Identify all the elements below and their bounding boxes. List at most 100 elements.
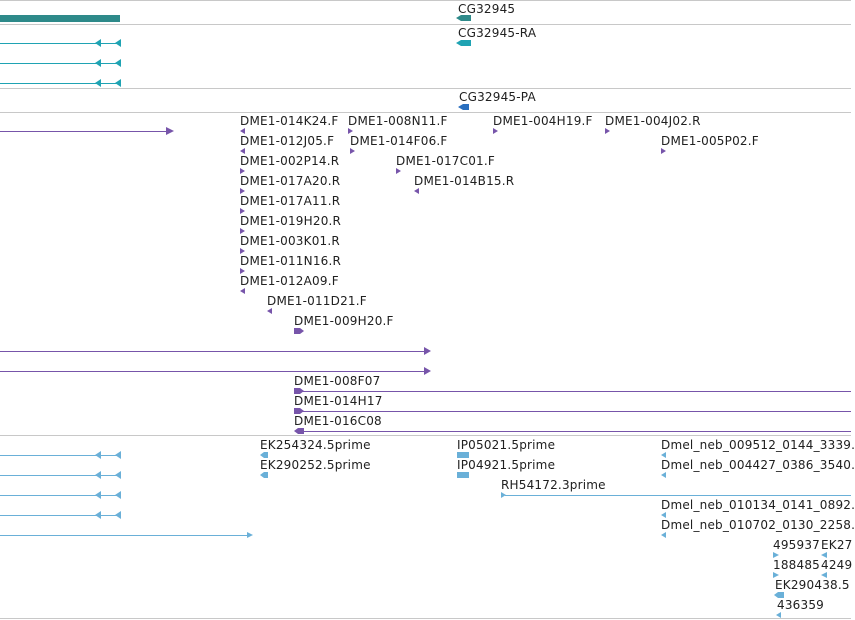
est-marker — [661, 512, 666, 518]
clone-label[interactable]: DME1-014H17 — [294, 394, 383, 408]
clone-label[interactable]: DME1-002P14.R — [240, 154, 340, 168]
transcript-intron-line[interactable] — [0, 83, 121, 84]
clone-marker — [267, 308, 272, 314]
est-marker — [773, 572, 779, 578]
gene-feature-bar[interactable] — [0, 15, 120, 22]
clone-label[interactable]: DME1-008F07 — [294, 374, 381, 388]
est-label[interactable]: IP04921.5prime — [457, 458, 556, 472]
protein-label[interactable]: CG32945-PA — [459, 90, 536, 104]
clone-arrow — [424, 347, 431, 355]
est-marker — [661, 472, 666, 478]
est-arrow — [95, 511, 101, 519]
est-marker — [457, 452, 469, 458]
clone-marker-arrow — [300, 328, 304, 334]
est-label[interactable]: EK290252.5prime — [260, 458, 371, 472]
est-span-line[interactable] — [0, 535, 248, 536]
clone-marker — [240, 288, 245, 294]
clone-marker — [661, 148, 666, 154]
clone-span-line[interactable] — [304, 431, 851, 432]
est-arrow — [115, 511, 121, 519]
clone-span-line[interactable] — [0, 351, 424, 352]
est-label[interactable]: 495937 — [773, 538, 821, 552]
est-label[interactable]: EK254324.5prime — [260, 438, 371, 452]
est-label[interactable]: EK290438.5 — [775, 578, 850, 592]
transcript-arrow — [95, 79, 101, 87]
clone-label[interactable]: DME1-004H19.F — [493, 114, 593, 128]
clone-label[interactable]: DME1-014F06.F — [350, 134, 448, 148]
gene-feature-glyph[interactable] — [461, 15, 471, 21]
est-label[interactable]: Dmel_neb_010702_0130_2258. — [661, 518, 855, 532]
transcript-intron-line[interactable] — [0, 63, 121, 64]
est-label[interactable]: IP05021.5prime — [457, 438, 556, 452]
est-label[interactable]: 436359 — [777, 598, 825, 612]
clone-span-line[interactable] — [0, 131, 168, 132]
est-label[interactable]: 188485 — [773, 558, 821, 572]
transcript-label[interactable]: CG32945-RA — [458, 26, 537, 40]
transcript-feature-glyph[interactable] — [461, 40, 471, 46]
transcript-arrow — [95, 59, 101, 67]
clone-label[interactable]: DME1-014K24.F — [240, 114, 339, 128]
clone-marker — [396, 168, 401, 174]
clone-label[interactable]: DME1-017C01.F — [396, 154, 496, 168]
track-separator — [0, 24, 851, 25]
clone-label[interactable]: DME1-005P02.F — [661, 134, 759, 148]
clone-marker — [348, 128, 353, 134]
clone-label[interactable]: DME1-004J02.R — [605, 114, 701, 128]
est-span-line[interactable] — [505, 495, 851, 496]
transcript-arrow — [115, 59, 121, 67]
clone-marker — [240, 248, 245, 254]
est-label[interactable]: RH54172.3prime — [501, 478, 606, 492]
transcript-arrow — [115, 39, 121, 47]
est-span-line[interactable] — [0, 455, 121, 456]
est-marker — [260, 472, 264, 478]
clone-label[interactable]: DME1-017A11.R — [240, 194, 341, 208]
gene-label[interactable]: CG32945 — [458, 2, 516, 16]
est-arrow — [95, 471, 101, 479]
est-marker — [661, 452, 666, 458]
est-span-line[interactable] — [0, 515, 121, 516]
clone-label[interactable]: DME1-016C08 — [294, 414, 382, 428]
clone-marker — [294, 408, 300, 414]
clone-marker — [240, 168, 245, 174]
est-arrow — [115, 491, 121, 499]
est-label[interactable]: EK27 — [821, 538, 853, 552]
clone-label[interactable]: DME1-011N16.R — [240, 254, 342, 268]
clone-label[interactable]: DME1-017A20.R — [240, 174, 341, 188]
clone-label[interactable]: DME1-009H20.F — [294, 314, 394, 328]
est-arrow — [247, 532, 253, 538]
clone-label[interactable]: DME1-011D21.F — [267, 294, 367, 308]
protein-strand-arrow — [458, 104, 463, 110]
est-span-line[interactable] — [0, 475, 121, 476]
clone-label[interactable]: DME1-003K01.R — [240, 234, 340, 248]
transcript-arrow — [95, 39, 101, 47]
clone-span-line[interactable] — [0, 371, 424, 372]
clone-marker — [350, 148, 355, 154]
clone-marker — [294, 328, 300, 334]
est-label[interactable]: 4249 — [821, 558, 853, 572]
clone-marker — [298, 428, 304, 434]
est-span-line[interactable] — [0, 495, 121, 496]
clone-label[interactable]: DME1-008N11.F — [348, 114, 448, 128]
protein-feature-glyph[interactable] — [463, 104, 469, 110]
est-arrow — [115, 451, 121, 459]
est-marker — [776, 612, 781, 618]
transcript-intron-line[interactable] — [0, 43, 121, 44]
clone-span-line[interactable] — [300, 391, 851, 392]
clone-label[interactable]: DME1-012A09.F — [240, 274, 339, 288]
clone-marker — [493, 128, 498, 134]
clone-label[interactable]: DME1-012J05.F — [240, 134, 335, 148]
transcript-arrow — [115, 79, 121, 87]
est-marker — [457, 472, 469, 478]
transcript-strand-arrow — [456, 40, 461, 46]
est-arrow — [95, 491, 101, 499]
est-label[interactable]: Dmel_neb_010134_0141_0892. — [661, 498, 855, 512]
clone-marker — [294, 388, 300, 394]
est-marker — [264, 472, 268, 478]
est-marker — [773, 552, 779, 558]
clone-label[interactable]: DME1-014B15.R — [414, 174, 515, 188]
est-label[interactable]: Dmel_neb_004427_0386_3540. — [661, 458, 855, 472]
est-label[interactable]: Dmel_neb_009512_0144_3339. — [661, 438, 855, 452]
clone-label[interactable]: DME1-019H20.R — [240, 214, 342, 228]
clone-span-line[interactable] — [300, 411, 851, 412]
